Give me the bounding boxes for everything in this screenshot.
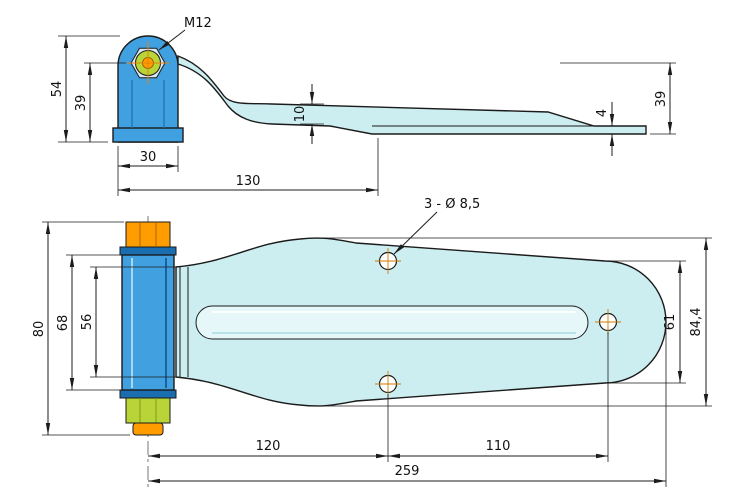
holes-callout: 3 - Ø 8,5 (393, 197, 480, 255)
dim-value-110: 110 (486, 439, 511, 454)
dim-value-61: 61 (663, 314, 678, 331)
dim-plate-thickness: 4 (595, 102, 615, 156)
dim-value-4: 4 (595, 109, 610, 117)
mounting-holes (375, 248, 621, 397)
rib-outline (195, 305, 589, 340)
stiffening-rib (195, 305, 589, 340)
dim-end-height: 39 (560, 62, 676, 135)
dim-value-39-left: 39 (74, 95, 89, 112)
dim-value-30: 30 (140, 150, 157, 165)
bolt-tip-orange (132, 422, 164, 436)
dim-value-10: 10 (293, 106, 308, 123)
dim-end-width: 61 (610, 260, 686, 384)
strap-side-profile (177, 55, 647, 135)
dim-value-259: 259 (395, 464, 420, 479)
dim-value-68: 68 (56, 315, 71, 332)
dim-value-56: 56 (80, 314, 95, 331)
dim-value-80: 80 (32, 321, 47, 338)
dim-arm-length: 130 (118, 138, 379, 196)
barrel-washer-top (119, 246, 177, 256)
dim-value-130: 130 (236, 174, 261, 189)
dim-pin-height: 39 (74, 62, 126, 142)
dim-overall-width: 80 (32, 221, 130, 436)
dim-value-84-4: 84,4 (689, 308, 704, 337)
plan-view: 3 - Ø 8,5 80 68 56 61 (32, 197, 712, 487)
dim-max-width: 84,4 (318, 237, 712, 407)
dim-total-height: 54 (50, 35, 120, 143)
nut-bottom-green (125, 397, 171, 424)
nut-top-orange (125, 221, 171, 248)
holes-label: 3 - Ø 8,5 (424, 197, 480, 212)
holes-leader-line (393, 211, 438, 255)
m12-callout: M12 (158, 16, 212, 51)
hinge-barrel-assembly (119, 221, 177, 436)
bracket-base-flange (112, 127, 184, 143)
dim-strap-rise: 10 (293, 84, 324, 144)
dim-pin-to-holes: 120 (148, 394, 389, 462)
m12-label: M12 (184, 16, 212, 31)
dim-knuckle-length: 56 (80, 266, 176, 378)
dim-barrel-length: 68 (56, 254, 122, 391)
dim-value-120: 120 (256, 439, 281, 454)
dim-value-54: 54 (50, 81, 65, 98)
barrel-washer-bottom (119, 389, 177, 399)
dim-base-width: 30 (117, 146, 179, 196)
side-view: M12 54 39 30 130 (50, 16, 676, 196)
dim-overall-length: 259 (148, 326, 667, 487)
bolt-head (127, 42, 169, 84)
dim-holes-spacing: 110 (388, 332, 609, 462)
m12-leader-line (158, 29, 186, 51)
dim-value-39-right: 39 (654, 91, 669, 108)
